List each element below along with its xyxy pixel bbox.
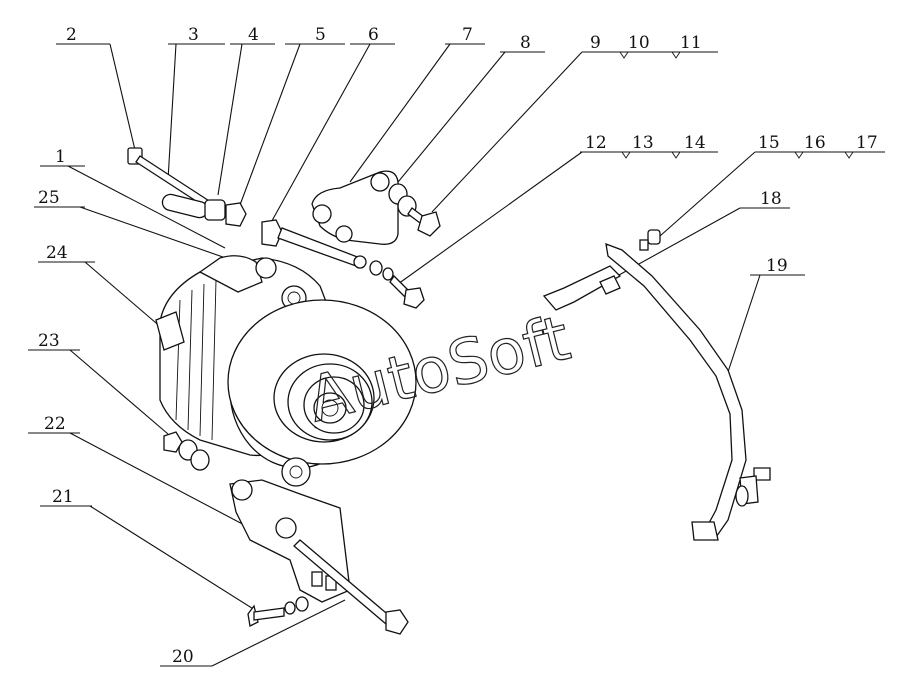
- callout-13: 13: [632, 133, 654, 153]
- alternator-body: [155, 255, 417, 487]
- callout-18: 18: [760, 189, 782, 209]
- callout-labels: 2 3 4 5 6 7 8 9 10 11 1 25 24 12 13 14 1…: [38, 25, 878, 667]
- callout-16: 16: [804, 133, 826, 153]
- callout-14: 14: [684, 133, 706, 153]
- callout-leaders: [28, 43, 885, 667]
- callout-17: 17: [856, 133, 878, 153]
- callout-4: 4: [248, 25, 259, 45]
- callout-22: 22: [44, 414, 66, 434]
- callout-10: 10: [628, 33, 650, 53]
- callout-21: 21: [52, 487, 74, 507]
- callout-12: 12: [585, 133, 607, 153]
- callout-7: 7: [462, 25, 473, 45]
- callout-11: 11: [680, 33, 702, 53]
- callout-2: 2: [66, 25, 77, 45]
- long-pivot-bolt: [293, 539, 409, 635]
- strap-hardware: [599, 229, 771, 507]
- callout-1: 1: [55, 147, 66, 167]
- upper-adjusting-bolt-assembly: [127, 147, 367, 269]
- bracket-bolt-set: [369, 183, 441, 309]
- callout-8: 8: [520, 33, 531, 53]
- callout-23: 23: [38, 331, 60, 351]
- callout-3: 3: [188, 25, 199, 45]
- callout-6: 6: [368, 25, 379, 45]
- support-strap-bracket: [542, 242, 747, 541]
- callout-20: 20: [172, 647, 194, 667]
- lower-mounting-bracket: [229, 479, 351, 603]
- callout-19: 19: [766, 256, 788, 276]
- adjusting-bracket: [311, 170, 399, 245]
- callout-24: 24: [46, 243, 68, 263]
- callout-5: 5: [315, 25, 326, 45]
- callout-15: 15: [758, 133, 780, 153]
- callout-25: 25: [38, 188, 60, 208]
- nut-washer-set: [163, 431, 210, 471]
- short-bolt-set: [247, 596, 309, 627]
- callout-9: 9: [590, 33, 601, 53]
